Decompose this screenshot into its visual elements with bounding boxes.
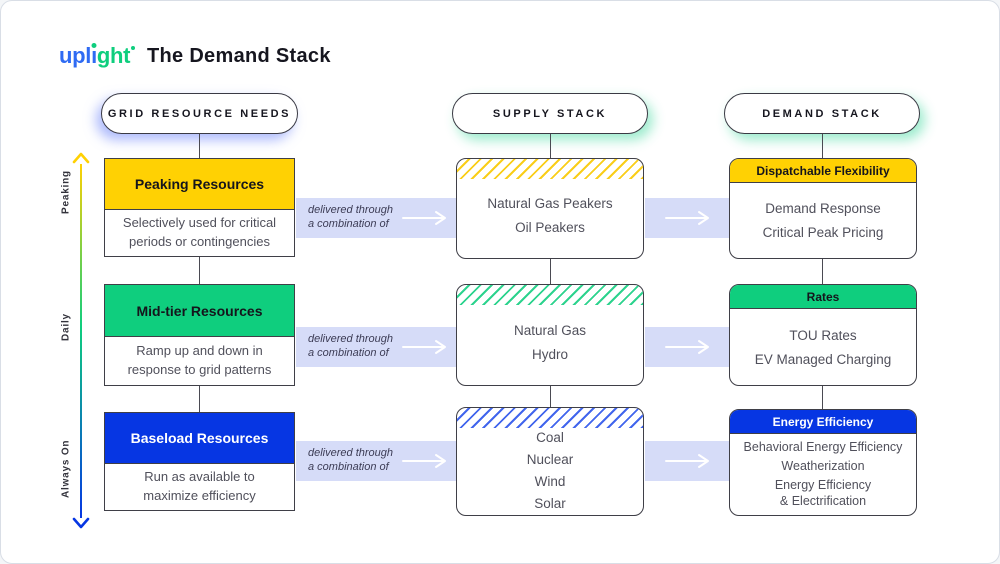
right-arrow-icon: [402, 211, 446, 225]
supply-items-peaking: Natural Gas Peakers Oil Peakers: [457, 179, 643, 258]
flow-band-row1-right: [645, 198, 730, 238]
supply-item: Nuclear: [526, 452, 574, 467]
demand-box-dispatchable-flexibility: Dispatchable Flexibility Demand Response…: [729, 158, 917, 259]
right-arrow-icon: [664, 454, 709, 468]
demand-item: Demand Response: [765, 201, 881, 216]
connector-line: [199, 134, 200, 158]
delivered-label-line1: delivered through: [308, 204, 394, 217]
demand-item: TOU Rates: [789, 327, 857, 343]
need-box-baseload-title: Baseload Resources: [105, 413, 294, 464]
demand-box-energy-efficiency: Energy Efficiency Behavioral Energy Effi…: [729, 409, 917, 516]
demand-item: EV Managed Charging: [754, 351, 892, 367]
supply-box-peaking: Natural Gas Peakers Oil Peakers: [456, 158, 644, 259]
axis-label-always-on: Always On: [60, 439, 72, 499]
need-box-midtier-desc: Ramp up and down in response to grid pat…: [127, 343, 272, 377]
uplight-logo: uplıght: [59, 43, 136, 69]
delivered-label-line1: delivered through: [308, 447, 394, 460]
hatch-band-blue: [457, 408, 643, 428]
flow-band-row3-right: [645, 441, 730, 481]
supply-item: Coal: [536, 430, 564, 445]
supply-items-baseload: Coal Nuclear Wind Solar: [457, 428, 643, 515]
axis-up-arrow-icon: [72, 152, 90, 164]
pill-supply-stack: SUPPLY STACK: [452, 93, 648, 134]
need-box-peaking-title: Peaking Resources: [105, 159, 294, 210]
demand-box-title: Rates: [730, 285, 916, 309]
need-box-peaking-desc: Selectively used for critical periods or…: [122, 215, 277, 249]
delivered-label-line2: a combination of: [308, 347, 389, 359]
need-box-midtier-title: Mid-tier Resources: [105, 285, 294, 337]
connector-line: [199, 386, 200, 412]
pill-grid-resource-needs: GRID RESOURCE NEEDS: [101, 93, 298, 134]
delivered-label-line1: delivered through: [308, 333, 394, 346]
demand-box-title: Energy Efficiency: [730, 410, 916, 434]
pill-demand-stack: DEMAND STACK: [724, 93, 920, 134]
need-box-baseload: Baseload Resources Run as available to m…: [104, 412, 295, 511]
demand-item: Weatherization: [781, 458, 865, 473]
flow-band-row3-left: delivered through a combination of: [296, 441, 457, 481]
delivered-through-label: delivered through a combination of: [308, 333, 393, 361]
flow-band-row1-left: delivered through a combination of: [296, 198, 457, 238]
delivered-label-line2: a combination of: [308, 461, 389, 473]
flow-band-row2-left: delivered through a combination of: [296, 327, 457, 367]
connector-line: [822, 134, 823, 158]
supply-item: Hydro: [531, 346, 568, 362]
demand-items: TOU Rates EV Managed Charging: [730, 309, 916, 385]
connector-line: [550, 386, 551, 407]
logo-text-upl: upl: [59, 43, 92, 68]
hatch-band-yellow: [457, 159, 643, 179]
right-arrow-icon: [402, 454, 446, 468]
delivered-through-label: delivered through a combination of: [308, 204, 393, 232]
hatch-band-green: [457, 285, 643, 305]
demand-items: Behavioral Energy Efficiency Weatherizat…: [730, 434, 916, 515]
right-arrow-icon: [664, 340, 709, 354]
supply-item: Oil Peakers: [515, 220, 585, 235]
axis-label-daily: Daily: [60, 313, 72, 341]
connector-line: [199, 257, 200, 284]
delivered-through-label: delivered through a combination of: [308, 447, 393, 475]
demand-box-rates: Rates TOU Rates EV Managed Charging: [729, 284, 917, 386]
connector-line: [822, 259, 823, 284]
delivered-label-line2: a combination of: [308, 218, 389, 230]
right-arrow-icon: [402, 340, 446, 354]
supply-item: Solar: [534, 496, 566, 511]
supply-item: Wind: [534, 474, 566, 489]
connector-line: [822, 386, 823, 409]
logo-text-ght: ght: [96, 43, 131, 68]
supply-box-baseload: Coal Nuclear Wind Solar: [456, 407, 644, 516]
need-box-baseload-desc: Run as available to maximize efficiency: [143, 469, 256, 503]
flow-band-row2-right: [645, 327, 730, 367]
need-box-midtier: Mid-tier Resources Ramp up and down in r…: [104, 284, 295, 386]
peak-axis-gradient-line: [80, 164, 82, 518]
connector-line: [550, 134, 551, 158]
axis-down-arrow-icon: [72, 517, 90, 529]
logo-spark-dot: [131, 46, 136, 50]
right-arrow-icon: [664, 211, 709, 225]
supply-box-midtier: Natural Gas Hydro: [456, 284, 644, 386]
demand-items: Demand Response Critical Peak Pricing: [730, 183, 916, 258]
demand-item: Behavioral Energy Efficiency: [743, 439, 903, 454]
demand-item: Energy Efficiency & Electrification: [774, 477, 872, 508]
axis-label-peaking: Peaking: [60, 170, 72, 214]
need-box-peaking: Peaking Resources Selectively used for c…: [104, 158, 295, 257]
supply-items-midtier: Natural Gas Hydro: [457, 305, 643, 385]
supply-item: Natural Gas Peakers: [487, 196, 613, 211]
demand-item: Critical Peak Pricing: [762, 225, 884, 240]
connector-line: [550, 259, 551, 284]
logo-letter-i: ı: [91, 43, 97, 68]
supply-item: Natural Gas: [513, 322, 587, 338]
page-title: The Demand Stack: [147, 45, 331, 67]
demand-box-title: Dispatchable Flexibility: [730, 159, 916, 183]
